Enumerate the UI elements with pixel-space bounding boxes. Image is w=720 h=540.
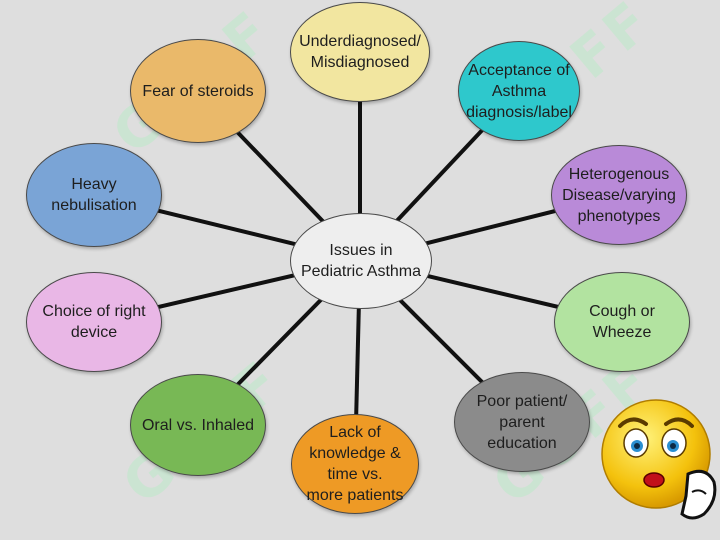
node-label: Fear of steroids [142, 82, 254, 100]
node-label: Cough or Wheeze [589, 303, 655, 341]
node-label: Underdiagnosed/ Misdiagnosed [299, 33, 421, 71]
node-label: Heterogenous Disease/varying phenotypes [562, 165, 676, 225]
node-heavy-nebulisation: Heavy nebulisation [26, 143, 162, 247]
node-label: Poor patient/ parent education [476, 392, 568, 452]
node-heterogenous: Heterogenous Disease/varying phenotypes [551, 145, 687, 245]
node-label: Acceptance of Asthma diagnosis/label [466, 61, 572, 121]
center-label: Issues in Pediatric Asthma [300, 242, 422, 280]
worried-face-icon [601, 399, 717, 520]
center-node: Issues in Pediatric Asthma [290, 213, 432, 309]
node-fear-steroids: Fear of steroids [130, 39, 266, 143]
node-choice-device: Choice of right device [26, 272, 162, 372]
node-underdiagnosed: Underdiagnosed/ Misdiagnosed [290, 2, 430, 102]
node-lack-knowledge: Lack of knowledge & time vs. more patien… [291, 414, 419, 514]
node-cough: Cough or Wheeze [554, 272, 690, 372]
node-label: Oral vs. Inhaled [141, 416, 255, 434]
node-label: Heavy nebulisation [51, 176, 137, 214]
node-oral-inhaled: Oral vs. Inhaled [130, 374, 266, 476]
node-label: Lack of knowledge & time vs. more patien… [306, 424, 404, 504]
node-label: Choice of right device [42, 303, 146, 341]
node-acceptance: Acceptance of Asthma diagnosis/label [458, 41, 580, 141]
node-poor-education: Poor patient/ parent education [454, 372, 590, 472]
